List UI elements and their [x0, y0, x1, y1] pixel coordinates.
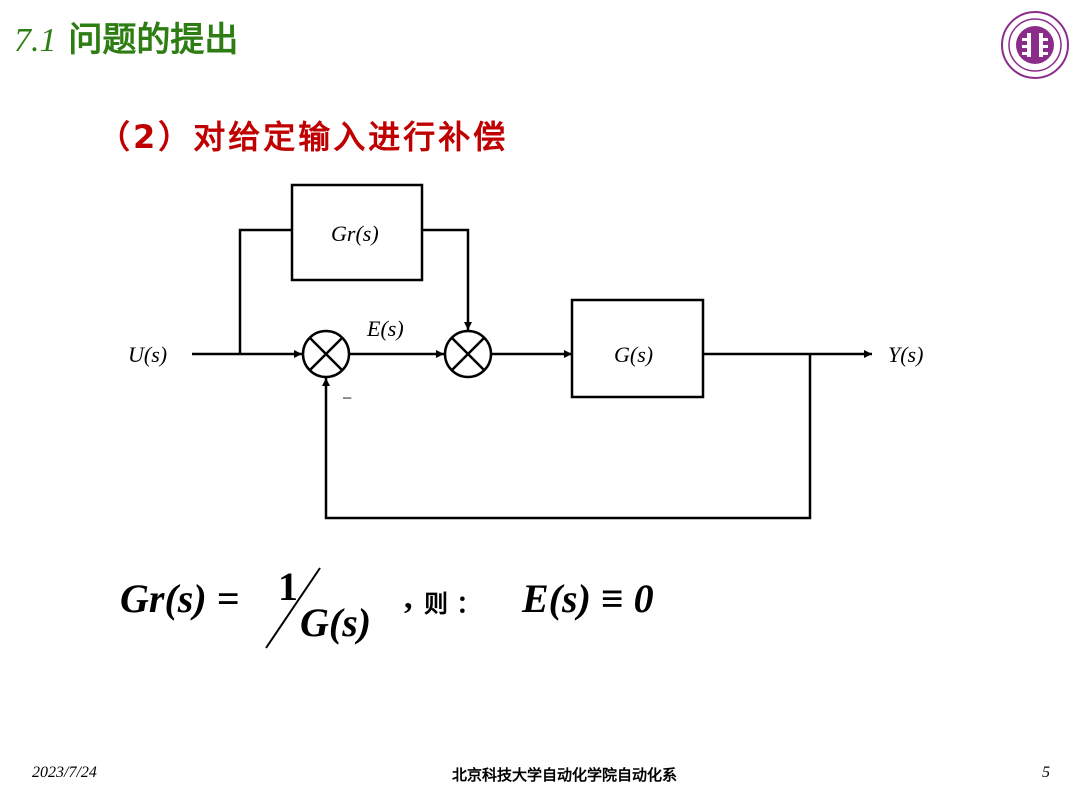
formula-connector: 则 ：	[424, 590, 480, 618]
plant-label: G(s)	[614, 342, 653, 367]
minus-sign: −	[342, 388, 352, 408]
fraction-slash	[265, 567, 321, 649]
formula-denominator: G(s)	[300, 600, 371, 645]
feedback-line	[322, 354, 812, 520]
section-title: 问题的提出	[68, 20, 239, 60]
university-logo-icon	[1001, 11, 1069, 79]
plant-block	[570, 298, 705, 399]
formula-comma: ,	[404, 579, 413, 616]
input-label: U(s)	[128, 342, 167, 367]
section-number: 7.1	[14, 22, 57, 59]
footer-organization: 北京科技大学自动化学院自动化系	[452, 766, 678, 784]
compensator-label: Gr(s)	[331, 221, 379, 246]
output-label: Y(s)	[888, 342, 923, 367]
compensator-block	[290, 183, 424, 282]
compensator-output-line	[422, 228, 472, 330]
formula-numerator: 1	[278, 564, 298, 609]
slide-title: 7.1 问题的提出	[14, 12, 238, 61]
formula-lhs: Gr(s) =	[120, 576, 239, 621]
compensation-formula: Gr(s) = 1 G(s) , 则 ： E(s) ≡ 0	[120, 564, 654, 649]
footer-date: 2023/7/24	[32, 764, 97, 781]
summing-junction-1	[301, 329, 351, 379]
error-label: E(s)	[366, 316, 404, 341]
page-number: 5	[1042, 764, 1050, 781]
subtitle: （2）对给定输入进行补偿	[98, 118, 509, 156]
summing-junction-2	[443, 329, 493, 379]
formula-conclusion: E(s) ≡ 0	[521, 576, 654, 621]
feedforward-branch-line	[238, 228, 292, 354]
